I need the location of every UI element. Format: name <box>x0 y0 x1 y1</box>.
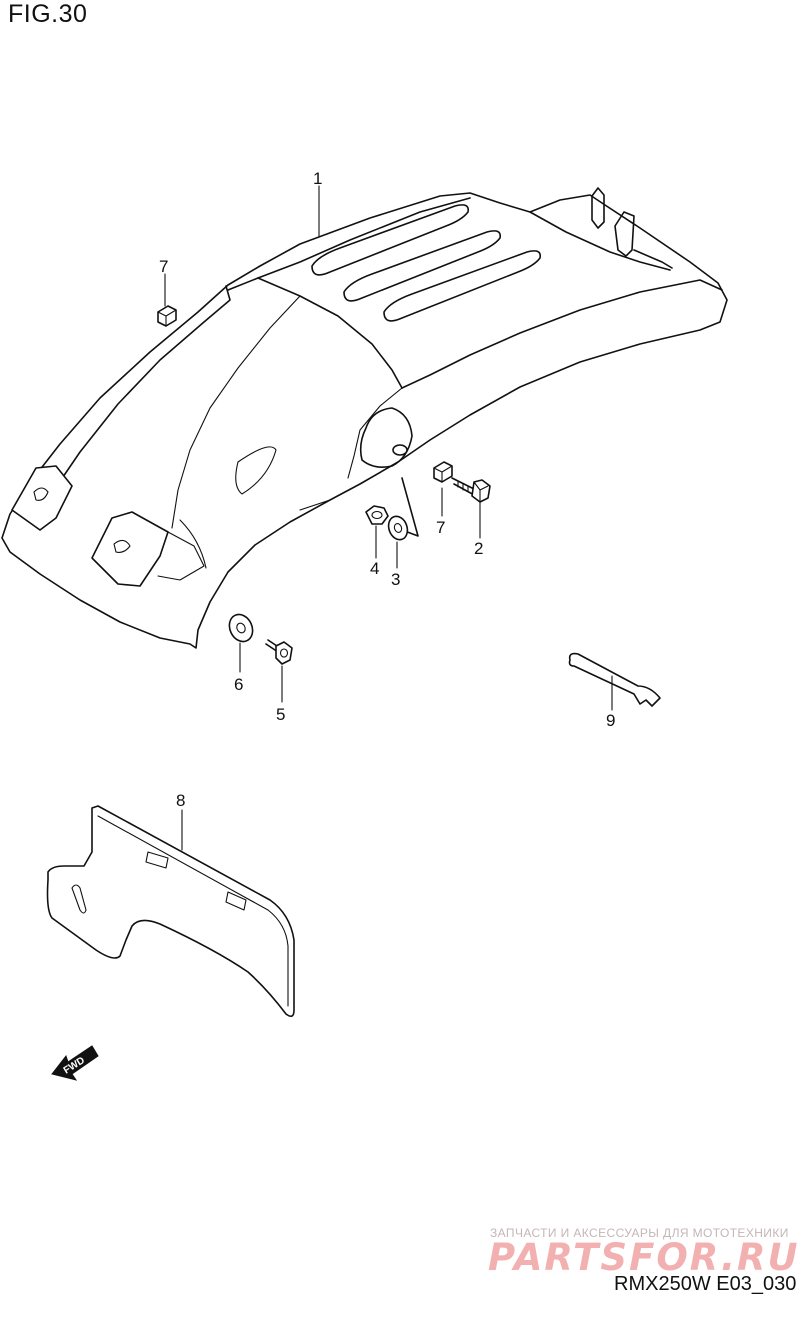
watermark-brand: PARTSFOR.RU <box>488 1236 800 1279</box>
callout-4: 4 <box>370 559 379 578</box>
bolt-part-2 <box>451 477 491 503</box>
callout-6: 6 <box>234 675 243 694</box>
rear-fender-part <box>1 187 728 649</box>
wrench-part-9 <box>568 652 661 707</box>
callout-7-upper: 7 <box>159 257 168 276</box>
callout-2: 2 <box>474 539 483 558</box>
watermark-caption: ЗАПЧАСТИ И АКСЕССУАРЫ ДЛЯ МОТОТЕХНИКИ <box>490 1226 789 1240</box>
nut-part-4 <box>365 505 389 525</box>
callout-3: 3 <box>391 570 400 589</box>
nut-part-7-upper <box>157 305 177 327</box>
drawing-code: RMX250W E03_030 <box>614 1273 797 1295</box>
callout-1: 1 <box>313 169 322 188</box>
leader-lines <box>164 185 613 851</box>
callout-5: 5 <box>276 705 285 724</box>
nut-part-7-right <box>433 461 453 483</box>
washer-part-6 <box>228 613 254 643</box>
screw-part-5 <box>265 639 293 665</box>
figure-title: FIG.30 <box>8 0 88 28</box>
mud-flap-part-8 <box>46 805 295 1018</box>
callout-9: 9 <box>606 711 615 730</box>
forward-arrow-icon: FWD <box>51 1045 99 1081</box>
callout-7-right: 7 <box>436 518 445 537</box>
washer-part-3 <box>387 515 409 541</box>
callout-8: 8 <box>176 791 185 810</box>
